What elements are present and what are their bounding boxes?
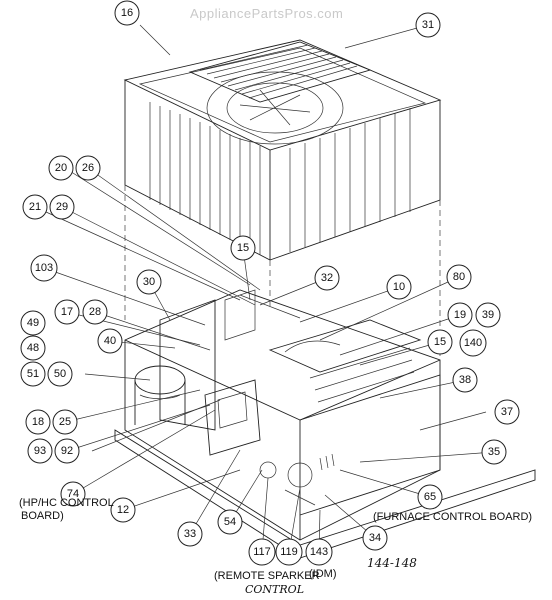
callout-19: 19 (447, 302, 473, 328)
callout-51: 51 (20, 361, 46, 387)
base-unit-assembly (114, 289, 536, 559)
callout-17: 17 (54, 299, 80, 325)
svg-text:19: 19 (454, 309, 466, 321)
coil-slats (149, 102, 411, 255)
callout-119: 119 (275, 538, 303, 566)
callout-31: 31 (415, 12, 441, 38)
svg-text:48: 48 (27, 342, 39, 354)
watermark: AppliancePartsPros.com (190, 6, 344, 21)
svg-text:32: 32 (321, 272, 333, 284)
callout-15a: 15 (230, 235, 256, 261)
svg-text:28: 28 (89, 306, 101, 318)
svg-text:21: 21 (29, 201, 41, 213)
svg-text:54: 54 (224, 516, 236, 528)
callout-30: 30 (136, 269, 162, 295)
callout-140: 140 (459, 329, 487, 357)
svg-text:34: 34 (369, 532, 381, 544)
callout-49: 49 (20, 310, 46, 336)
svg-text:15: 15 (237, 242, 249, 254)
svg-text:16: 16 (121, 7, 133, 19)
svg-text:20: 20 (55, 162, 67, 174)
callout-48: 48 (20, 335, 46, 361)
callout-18: 18 (25, 409, 51, 435)
callout-80: 80 (446, 264, 472, 290)
callout-28: 28 (82, 299, 108, 325)
svg-text:17: 17 (61, 306, 73, 318)
callout-10: 10 (386, 274, 412, 300)
svg-text:38: 38 (459, 374, 471, 386)
callout-117: 117 (248, 538, 276, 566)
callout-35: 35 (481, 439, 507, 465)
svg-text:39: 39 (482, 309, 494, 321)
svg-text:74: 74 (67, 488, 79, 500)
callout-15b: 15 (427, 329, 453, 355)
svg-text:35: 35 (488, 446, 500, 458)
callout-39: 39 (475, 302, 501, 328)
callout-29: 29 (49, 194, 75, 220)
callout-bubbles: 16 31 20 26 21 29 15 103 30 32 10 80 17 … (20, 0, 520, 566)
callout-16: 16 (114, 0, 140, 26)
svg-text:103: 103 (35, 262, 53, 274)
callout-32: 32 (314, 265, 340, 291)
top-cover-assembly (123, 39, 442, 261)
svg-text:51: 51 (27, 368, 39, 380)
callout-20: 20 (48, 155, 74, 181)
callout-92: 92 (54, 438, 80, 464)
label-remote-sparker-line1: (REMOTE SPARKER (214, 570, 320, 582)
label-hp-hc-control-line2: BOARD) (21, 510, 64, 522)
callout-26: 26 (75, 155, 101, 181)
callout-25: 25 (52, 409, 78, 435)
label-furnace-control-board: (FURNACE CONTROL BOARD) (373, 511, 533, 523)
svg-text:80: 80 (453, 271, 465, 283)
callout-74: 74 (60, 481, 86, 507)
svg-text:26: 26 (82, 162, 94, 174)
svg-text:12: 12 (117, 504, 129, 516)
label-hp-hc-control-line1: (HP/HC CONTROL (19, 497, 114, 509)
callout-34: 34 (362, 525, 388, 551)
svg-text:119: 119 (280, 546, 298, 558)
callout-12: 12 (110, 497, 136, 523)
svg-text:37: 37 (501, 406, 513, 418)
callout-38: 38 (452, 367, 478, 393)
svg-text:40: 40 (104, 335, 116, 347)
svg-text:25: 25 (59, 416, 71, 428)
svg-text:93: 93 (34, 445, 46, 457)
callout-21: 21 (22, 194, 48, 220)
svg-text:140: 140 (464, 337, 482, 349)
label-idm: (IDM) (309, 568, 337, 580)
label-remote-sparker-line2: CONTROL (245, 583, 305, 596)
svg-text:92: 92 (61, 445, 73, 457)
svg-text:10: 10 (393, 281, 405, 293)
callout-50: 50 (47, 361, 73, 387)
svg-text:49: 49 (27, 317, 39, 329)
fan-grille (188, 41, 372, 145)
svg-text:15: 15 (434, 336, 446, 348)
svg-text:31: 31 (422, 19, 434, 31)
callout-143: 143 (305, 538, 333, 566)
svg-text:29: 29 (56, 201, 68, 213)
callout-93: 93 (27, 438, 53, 464)
svg-text:117: 117 (253, 546, 271, 558)
callout-103: 103 (30, 254, 58, 282)
callout-54: 54 (217, 509, 243, 535)
callout-33: 33 (177, 521, 203, 547)
label-part-range: 144-148 (367, 556, 417, 570)
control-box (204, 379, 261, 456)
svg-text:30: 30 (143, 276, 155, 288)
callout-65: 65 (417, 484, 443, 510)
svg-text:65: 65 (424, 491, 436, 503)
svg-text:33: 33 (184, 528, 196, 540)
callout-37: 37 (494, 399, 520, 425)
svg-text:143: 143 (310, 546, 328, 558)
callout-40: 40 (97, 328, 123, 354)
svg-text:50: 50 (54, 368, 66, 380)
svg-text:18: 18 (32, 416, 44, 428)
